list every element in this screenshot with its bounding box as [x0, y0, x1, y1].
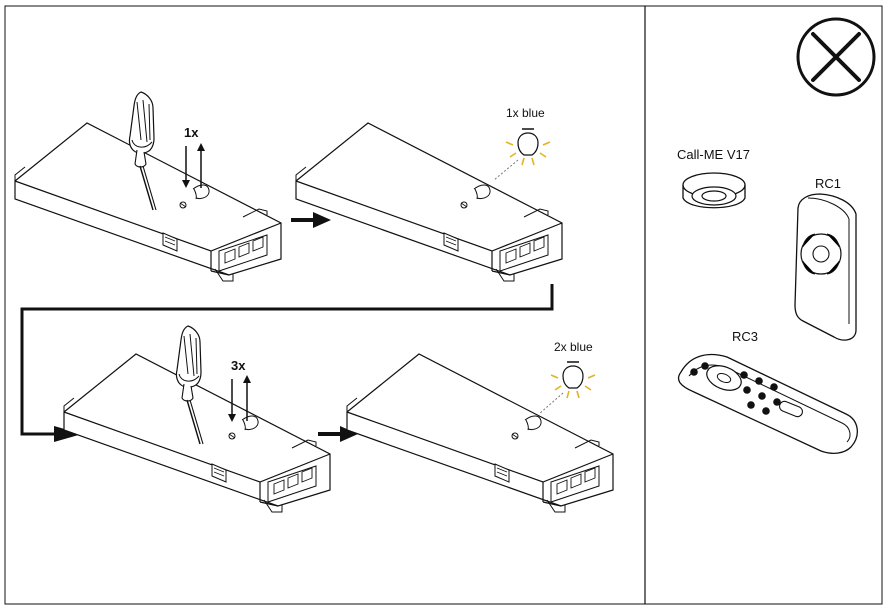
flow-connector	[20, 284, 554, 442]
press-arrows-icon	[182, 143, 205, 188]
press-arrows-icon	[228, 375, 251, 422]
rc3-remote-icon	[677, 353, 858, 454]
press-count-one: 1x	[184, 125, 199, 140]
rc1-remote-icon	[794, 193, 857, 341]
press-count-three: 3x	[231, 358, 246, 373]
rc1-label: RC1	[815, 176, 841, 191]
result-label-one: 1x blue	[506, 106, 545, 120]
call-me-device-icon	[682, 172, 746, 209]
call-me-label: Call-ME V17	[677, 147, 750, 162]
rc3-label: RC3	[732, 329, 758, 344]
close-icon[interactable]	[796, 17, 876, 97]
result-label-two: 2x blue	[554, 340, 593, 354]
